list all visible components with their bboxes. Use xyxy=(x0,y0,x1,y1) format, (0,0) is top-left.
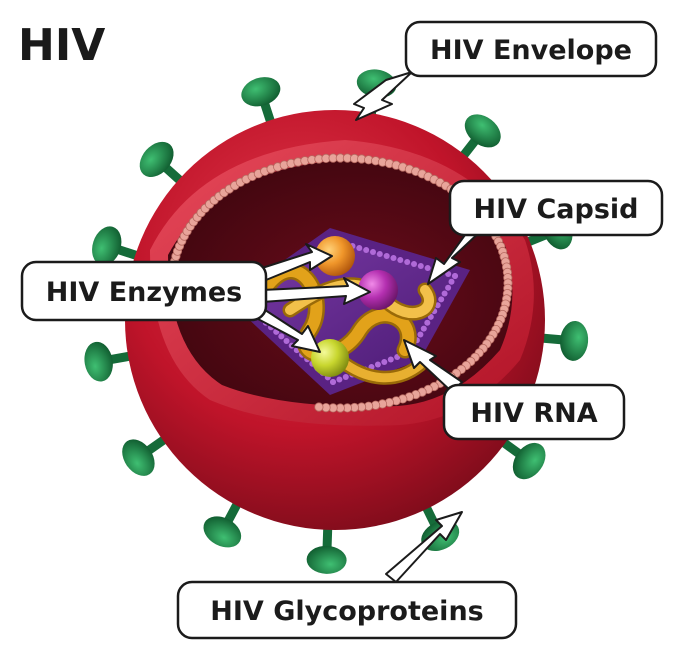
label-envelope-text: HIV Envelope xyxy=(430,35,632,66)
label-enzymes-text: HIV Enzymes xyxy=(46,277,242,308)
hiv-enzymes xyxy=(311,236,398,377)
label-hiv-glycoproteins: HIV Glycoproteins xyxy=(176,580,518,640)
label-capsid-text: HIV Capsid xyxy=(474,194,639,225)
label-hiv-rna: HIV RNA xyxy=(442,383,626,441)
label-glycoproteins-text: HIV Glycoproteins xyxy=(210,596,483,627)
enzyme-orange xyxy=(315,236,355,276)
diagram-title: HIV xyxy=(18,20,105,71)
label-hiv-enzymes: HIV Enzymes xyxy=(20,260,268,322)
label-hiv-capsid: HIV Capsid xyxy=(448,179,664,237)
enzyme-lime xyxy=(311,339,349,377)
label-hiv-envelope: HIV Envelope xyxy=(404,20,658,78)
label-rna-text: HIV RNA xyxy=(470,398,597,429)
enzyme-magenta xyxy=(358,270,398,310)
